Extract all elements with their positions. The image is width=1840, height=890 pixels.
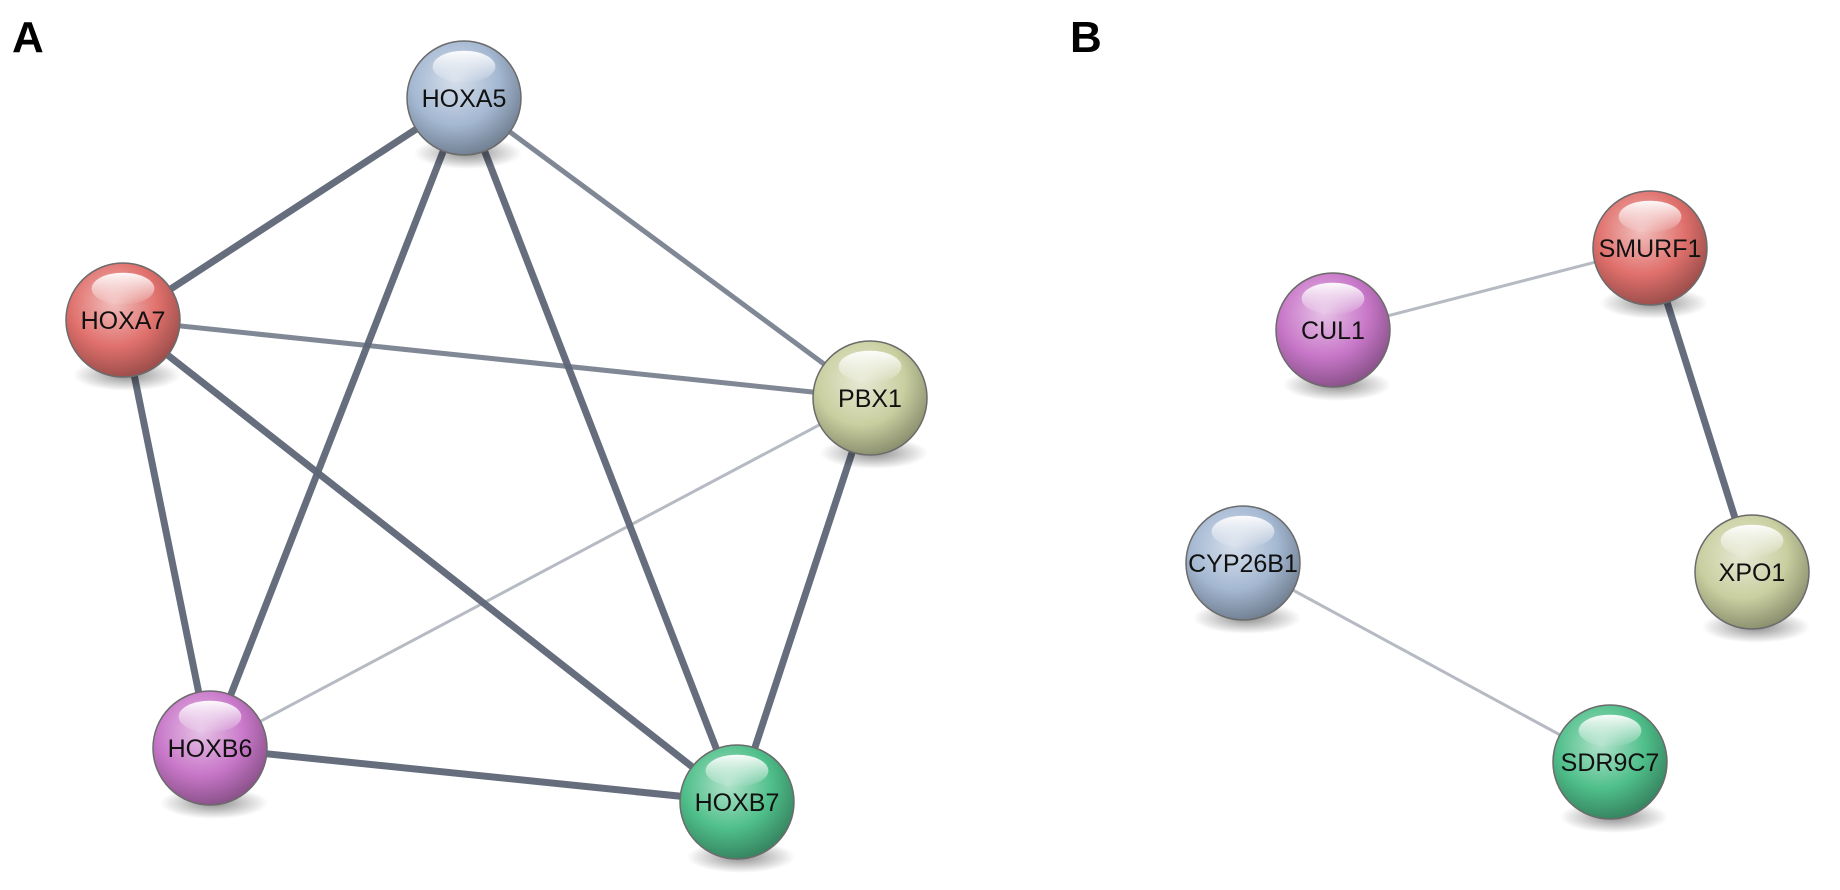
edge-hoxa7-hoxb7 [119,316,741,806]
node-label: CUL1 [1301,317,1365,345]
node-xpo1[interactable]: XPO1 [1694,514,1811,643]
node-label: XPO1 [1719,559,1786,587]
node-hoxb6[interactable]: HOXB6 [152,690,269,819]
node-highlight [1301,282,1365,315]
node-label: SDR9C7 [1561,749,1660,777]
node-hoxa5[interactable]: HOXA5 [406,40,523,169]
edges-layer [119,94,1756,806]
node-smurf1[interactable]: SMURF1 [1592,190,1709,319]
panel-label-b: B [1070,13,1102,62]
edge-hoxa5-hoxb6 [206,94,468,752]
node-highlight [1720,524,1784,557]
node-label: HOXA5 [422,85,507,113]
edge-hoxb6-hoxb7 [206,744,741,806]
node-label: HOXB7 [695,789,780,817]
node-label: HOXA7 [81,307,166,335]
node-highlight [705,754,769,787]
node-cyp26b1[interactable]: CYP26B1 [1185,505,1302,634]
edge-cyp26b1-sdr9c7 [1241,561,1612,764]
node-highlight [1578,714,1642,747]
node-label: HOXB6 [168,735,253,763]
node-hoxa7[interactable]: HOXA7 [65,262,182,391]
node-highlight [432,50,496,83]
node-highlight [178,700,242,733]
edge-hoxa5-hoxa7 [119,94,468,324]
panel-label-a: A [12,13,44,62]
edge-hoxa5-hoxb7 [460,94,741,806]
node-pbx1[interactable]: PBX1 [812,340,929,469]
node-label: PBX1 [838,385,902,413]
node-label: CYP26B1 [1188,550,1298,578]
edge-hoxa7-pbx1 [120,317,873,401]
node-highlight [1618,200,1682,233]
node-label: SMURF1 [1599,235,1702,263]
node-highlight [91,272,155,305]
node-highlight [1211,515,1275,548]
node-hoxb7[interactable]: HOXB7 [679,744,796,873]
edge-pbx1-hoxb6 [208,396,872,750]
edge-hoxa7-hoxb6 [119,316,214,752]
node-sdr9c7[interactable]: SDR9C7 [1552,704,1669,833]
node-cul1[interactable]: CUL1 [1275,272,1392,401]
edge-hoxa5-pbx1 [461,95,873,401]
node-highlight [838,350,902,383]
